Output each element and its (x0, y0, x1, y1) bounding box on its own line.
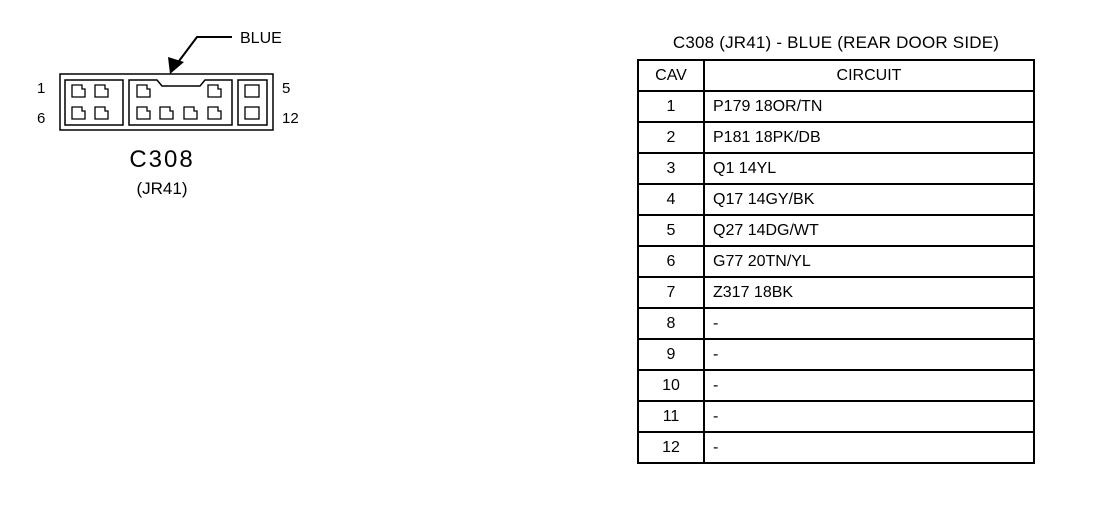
color-callout-arrow (168, 36, 232, 74)
cav-cell: 7 (637, 276, 705, 309)
circuit-cell: - (703, 338, 1035, 371)
circuit-cell: Z317 18BK (703, 276, 1035, 309)
circuit-cell: Q1 14YL (703, 152, 1035, 185)
circuit-cell: G77 20TN/YL (703, 245, 1035, 278)
table-row: 8- (637, 307, 1035, 340)
pin-label-1: 1 (37, 80, 45, 97)
pinout-table-title: C308 (JR41) - BLUE (REAR DOOR SIDE) (672, 33, 1000, 52)
cav-cell: 4 (637, 183, 705, 216)
connector-cavities (71, 84, 260, 120)
table-row: 9- (637, 338, 1035, 371)
table-row: 10- (637, 369, 1035, 402)
circuit-cell: - (703, 431, 1035, 464)
connector-diagram: BLUE 1 6 5 12 C308 (JR41) (37, 30, 299, 198)
cav-cell: 5 (637, 214, 705, 247)
connector-body (59, 73, 274, 131)
cav-cell: 3 (637, 152, 705, 185)
header-cav: CAV (637, 59, 705, 92)
circuit-cell: P179 18OR/TN (703, 90, 1035, 123)
circuit-cell: Q17 14GY/BK (703, 183, 1035, 216)
table-header-row: CAV CIRCUIT (637, 59, 1035, 92)
cav-cell: 10 (637, 369, 705, 402)
cav-cell: 8 (637, 307, 705, 340)
connector-name: C308 (129, 146, 194, 173)
circuit-cell: Q27 14DG/WT (703, 214, 1035, 247)
cav-cell: 11 (637, 400, 705, 433)
circuit-cell: - (703, 369, 1035, 402)
cav-cell: 1 (637, 90, 705, 123)
header-circuit: CIRCUIT (703, 59, 1035, 92)
pin-label-5: 5 (282, 80, 290, 97)
pin-label-6: 6 (37, 110, 45, 127)
cav-cell: 2 (637, 121, 705, 154)
cav-cell: 6 (637, 245, 705, 278)
pin-label-12: 12 (282, 110, 299, 127)
connector-code: (JR41) (136, 179, 187, 198)
circuit-cell: - (703, 400, 1035, 433)
cav-cell: 12 (637, 431, 705, 464)
circuit-cell: - (703, 307, 1035, 340)
table-row: 11- (637, 400, 1035, 433)
cav-cell: 9 (637, 338, 705, 371)
color-callout-label: BLUE (240, 30, 282, 47)
circuit-cell: P181 18PK/DB (703, 121, 1035, 154)
table-row: 12- (637, 431, 1035, 464)
